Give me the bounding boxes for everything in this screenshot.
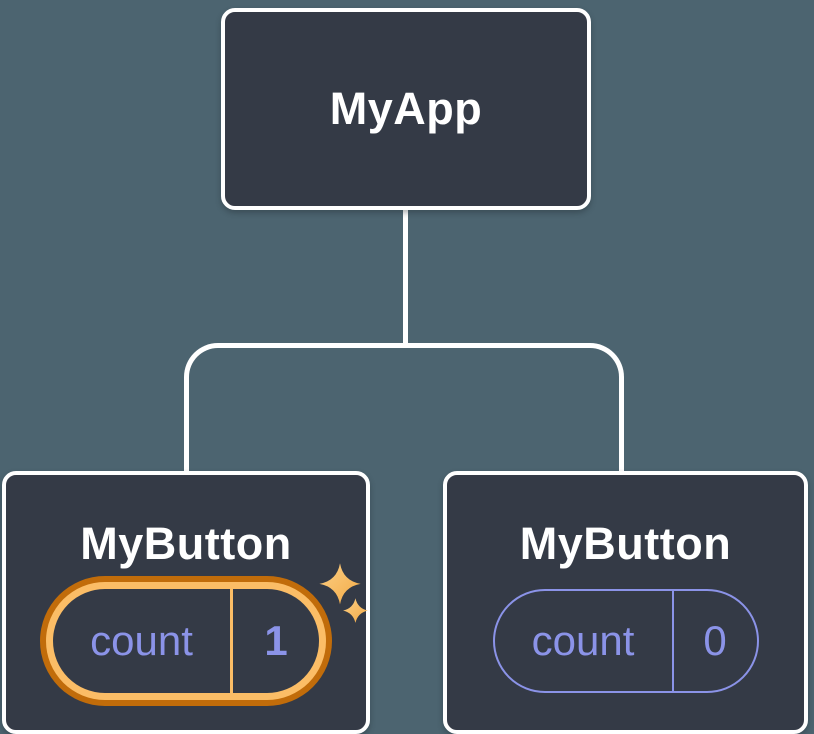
component-label-myapp: MyApp	[329, 83, 483, 135]
state-pill-highlighted: count 1	[53, 588, 319, 693]
connector-branch	[184, 343, 624, 471]
component-node-myapp: MyApp	[221, 8, 591, 210]
component-node-mybutton-right: MyButton count 0	[443, 471, 808, 734]
state-pill-plain: count 0	[492, 588, 759, 693]
state-value: 0	[703, 616, 727, 664]
state-value: 1	[264, 616, 288, 664]
state-key-label: count	[53, 588, 233, 693]
sparkles-icon	[319, 563, 368, 623]
state-key-label: count	[495, 590, 674, 691]
connector-root-stem	[403, 208, 408, 346]
component-label-mybutton-right: MyButton	[519, 518, 732, 569]
component-label-mybutton-left: MyButton	[80, 518, 292, 569]
component-node-mybutton-left: MyButton count 1	[2, 471, 370, 734]
